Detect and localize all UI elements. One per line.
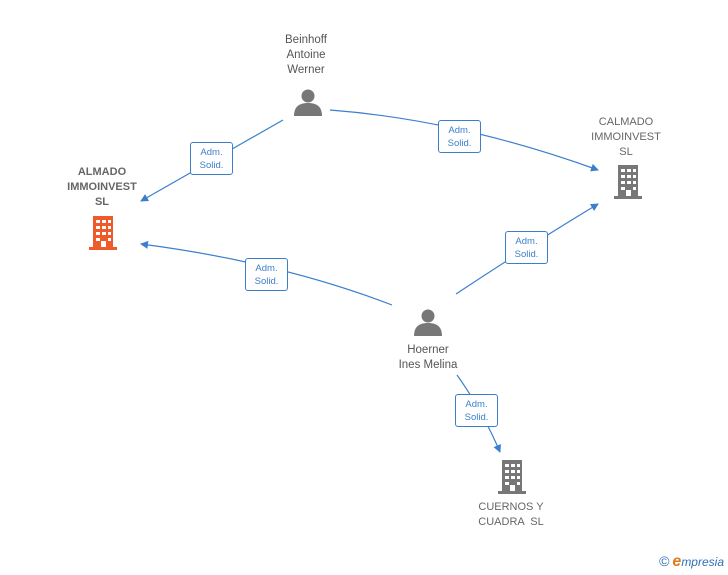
person-icon[interactable]: [294, 89, 322, 117]
relation-role: Adm.: [255, 263, 278, 274]
brand-logo-text: mpresia: [681, 555, 724, 569]
label-line: Hoerner: [407, 344, 449, 356]
brand-logo-initial: e: [672, 553, 682, 570]
relation-role: Adm.: [515, 236, 538, 247]
label-line: ALMADO: [77, 166, 127, 178]
brand-footer[interactable]: ©empresia: [659, 553, 724, 571]
relation-role: Solid.: [199, 160, 224, 171]
label-line: SL: [94, 196, 110, 208]
building-icon[interactable]: [614, 165, 642, 199]
label-line: CUADRA SL: [478, 516, 544, 528]
node-label-hoerner[interactable]: Hoerner Ines Melina: [382, 343, 474, 373]
relation-label-beinhoff-almado[interactable]: Adm. Solid.: [190, 142, 233, 175]
relation-role: Adm.: [448, 125, 471, 136]
relation-label-hoerner-almado[interactable]: Adm. Solid.: [245, 258, 288, 291]
label-line: Ines Melina: [398, 359, 458, 371]
relation-role: Solid.: [464, 412, 489, 423]
copyright-icon: ©: [659, 553, 670, 569]
building-icon[interactable]: [89, 216, 117, 250]
relation-role: Solid.: [447, 138, 472, 149]
node-label-cuernos[interactable]: CUERNOS Y CUADRA SL: [462, 500, 560, 530]
relation-role: Adm.: [200, 147, 223, 158]
label-line: SL: [619, 146, 633, 158]
relation-role: Solid.: [254, 276, 279, 287]
label-line: CUERNOS Y: [478, 501, 544, 513]
label-line: CALMADO: [598, 116, 654, 128]
label-line: IMMOINVEST: [67, 181, 137, 193]
node-label-calmado[interactable]: CALMADO IMMOINVEST SL: [580, 115, 672, 160]
relation-label-hoerner-cuernos[interactable]: Adm. Solid.: [455, 394, 498, 427]
relation-label-hoerner-calmado[interactable]: Adm. Solid.: [505, 231, 548, 264]
relation-role: Adm.: [465, 399, 488, 410]
relation-role: Solid.: [514, 249, 539, 260]
label-line: Werner: [287, 64, 325, 76]
relation-label-beinhoff-calmado[interactable]: Adm. Solid.: [438, 120, 481, 153]
label-line: Antoine: [286, 49, 326, 61]
node-label-almado[interactable]: ALMADO IMMOINVEST SL: [56, 165, 148, 210]
label-line: Beinhoff: [285, 34, 327, 46]
label-line: IMMOINVEST: [591, 131, 661, 143]
node-label-beinhoff[interactable]: Beinhoff Antoine Werner: [270, 33, 342, 78]
building-icon[interactable]: [498, 460, 526, 494]
person-icon[interactable]: [414, 309, 442, 337]
